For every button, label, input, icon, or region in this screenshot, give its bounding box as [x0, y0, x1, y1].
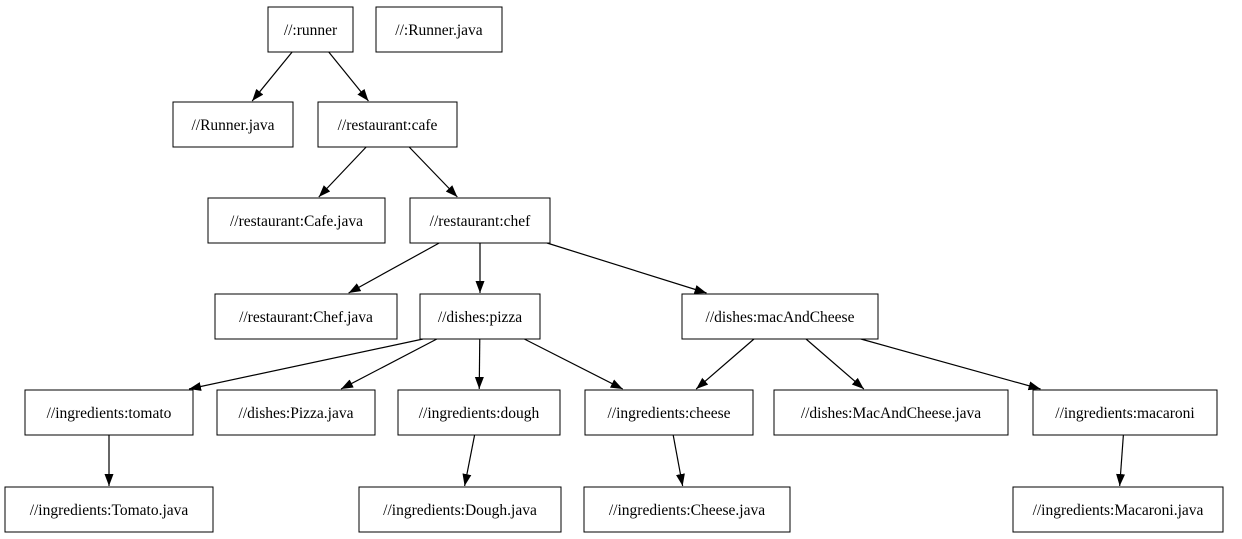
- graph-edge-pizza-to-cheese: [524, 338, 624, 390]
- graph-node-label: //:runner: [284, 22, 338, 39]
- graph-node-box: [681, 293, 879, 340]
- graph-node-cafe-java: //restaurant:Cafe.java: [207, 197, 386, 244]
- graph-node-label: //ingredients:dough: [419, 405, 540, 422]
- graph-node-macaroni-java: //ingredients:Macaroni.java: [1012, 486, 1224, 533]
- graph-node-pizza: //dishes:pizza: [419, 293, 541, 340]
- graph-node-label: //:Runner.java: [395, 22, 483, 39]
- graph-node-chef-java: //restaurant:Chef.java: [214, 293, 398, 340]
- graph-edge-mac-and-cheese-to-mac-and-cheese-java: [805, 338, 865, 390]
- graph-node-box: [409, 197, 551, 244]
- graph-node-label: //ingredients:macaroni: [1055, 405, 1195, 422]
- graph-node-box: [216, 389, 376, 436]
- graph-node-runner-java-src: //:Runner.java: [375, 6, 503, 53]
- graph-node-box: [1032, 389, 1218, 436]
- graph-node-mac-and-cheese-java: //dishes:MacAndCheese.java: [773, 389, 1009, 436]
- graph-node-label: //dishes:MacAndCheese.java: [801, 405, 981, 422]
- graph-node-box: [419, 293, 541, 340]
- graph-edge-cafe-to-chef: [408, 146, 458, 198]
- graph-node-box: [317, 101, 458, 148]
- graph-node-macaroni: //ingredients:macaroni: [1032, 389, 1218, 436]
- graph-node-dough-java: //ingredients:Dough.java: [358, 486, 562, 533]
- graph-node-box: [24, 389, 194, 436]
- graph-node-box: [583, 486, 791, 533]
- graph-node-box: [172, 101, 294, 148]
- graph-node-mac-and-cheese: //dishes:macAndCheese: [681, 293, 879, 340]
- graph-node-box: [1012, 486, 1224, 533]
- graph-node-chef: //restaurant:chef: [409, 197, 551, 244]
- graph-node-box: [358, 486, 562, 533]
- graph-node-label: //ingredients:tomato: [47, 405, 172, 422]
- graph-node-box: [267, 6, 354, 53]
- graph-edge-chef-to-chef-java: [348, 242, 440, 294]
- graph-edge-cafe-to-cafe-java: [318, 146, 367, 198]
- graph-node-label: //dishes:pizza: [438, 309, 522, 326]
- graph-node-label: //ingredients:Macaroni.java: [1033, 502, 1204, 519]
- graph-node-cheese-java: //ingredients:Cheese.java: [583, 486, 791, 533]
- graph-node-box: [773, 389, 1009, 436]
- edges-layer: [104, 51, 1126, 487]
- graph-edge-chef-to-mac-and-cheese: [546, 242, 707, 294]
- graph-edge-runner-to-cafe: [328, 51, 369, 102]
- graph-node-pizza-java: //dishes:Pizza.java: [216, 389, 376, 436]
- graph-node-tomato: //ingredients:tomato: [24, 389, 194, 436]
- graph-node-cafe: //restaurant:cafe: [317, 101, 458, 148]
- graph-node-box: [375, 6, 503, 53]
- graph-edge-pizza-to-dough: [474, 338, 484, 390]
- graph-node-box: [4, 486, 214, 533]
- graph-node-label: //ingredients:Dough.java: [383, 502, 537, 519]
- graph-node-label: //ingredients:Tomato.java: [30, 502, 189, 519]
- graph-edge-cheese-to-cheese-java: [672, 434, 685, 487]
- graph-node-label: //dishes:Pizza.java: [239, 405, 354, 422]
- graph-edge-runner-to-runner-java: [251, 51, 293, 102]
- graph-edge-pizza-to-pizza-java: [340, 338, 438, 390]
- graph-edge-mac-and-cheese-to-macaroni: [860, 338, 1041, 391]
- graph-node-cheese: //ingredients:cheese: [584, 389, 754, 436]
- graph-node-box: [207, 197, 386, 244]
- graph-node-box: [584, 389, 754, 436]
- nodes-layer: //:runner //:Runner.java //Runner.java //re…: [4, 6, 1224, 533]
- graph-node-dough: //ingredients:dough: [397, 389, 561, 436]
- graph-node-label: //restaurant:cafe: [338, 117, 438, 134]
- graph-node-runner-java: //Runner.java: [172, 101, 294, 148]
- graph-node-label: //restaurant:Cafe.java: [230, 213, 363, 230]
- graph-node-label: //dishes:macAndCheese: [706, 309, 855, 326]
- graph-node-box: [397, 389, 561, 436]
- graph-node-tomato-java: //ingredients:Tomato.java: [4, 486, 214, 533]
- graph-node-label: //restaurant:chef: [430, 213, 532, 230]
- graph-edge-dough-to-dough-java: [462, 434, 476, 487]
- graph-edge-mac-and-cheese-to-cheese: [695, 338, 755, 390]
- graph-node-box: [214, 293, 398, 340]
- graph-edge-macaroni-to-macaroni-java: [1116, 434, 1126, 487]
- graph-node-label: //ingredients:Cheese.java: [609, 502, 765, 519]
- graph-node-runner: //:runner: [267, 6, 354, 53]
- graph-edge-pizza-to-tomato: [188, 338, 424, 391]
- graph-node-label: //Runner.java: [191, 117, 274, 134]
- graph-node-label: //restaurant:Chef.java: [239, 309, 373, 326]
- graph-node-label: //ingredients:cheese: [607, 405, 730, 422]
